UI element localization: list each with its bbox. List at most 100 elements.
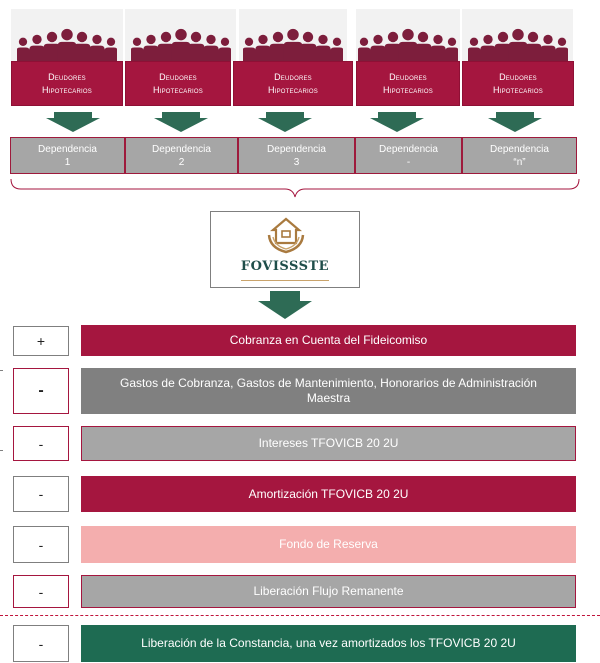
person-body (554, 47, 568, 61)
person-head (511, 28, 524, 41)
people-group-4 (356, 9, 460, 61)
debtor-box-5: Deudores Hipotecarios (462, 61, 574, 106)
operator-box-minus: - (13, 575, 69, 608)
people-group-icon (17, 28, 117, 61)
waterfall-bar-interest: Intereses TFOVICB 20 2U (81, 426, 576, 461)
person-body (358, 47, 371, 61)
operator-box-minus: - (13, 368, 69, 414)
person-body (29, 45, 45, 61)
waterfall-bar-expenses: Gastos de Cobranza, Gastos de Mantenimie… (81, 368, 576, 414)
person-body (539, 45, 556, 61)
person-head (527, 31, 538, 43)
person-body (508, 41, 527, 61)
person-head (145, 34, 156, 45)
person-body (479, 45, 496, 61)
dashed-separator (0, 615, 600, 616)
person-head (18, 37, 28, 46)
person-body (157, 43, 174, 61)
person-head (433, 34, 443, 45)
debtor-label: Hipotecarios (42, 84, 92, 95)
debtor-box-3: Deudores Hipotecarios (233, 61, 353, 106)
dependency-label: Dependencia (152, 143, 211, 155)
person-head (32, 34, 42, 45)
down-arrow-icon (154, 112, 208, 132)
margin-tick (0, 370, 3, 371)
people-group-icon (130, 28, 231, 61)
operator-box-minus: - (13, 625, 69, 662)
person-body (370, 45, 386, 61)
people-group-3 (239, 9, 347, 61)
dependency-box-4: Dependencia - (355, 137, 462, 174)
person-body (104, 47, 117, 61)
person-body (283, 41, 303, 61)
person-body (130, 47, 144, 61)
person-body (430, 45, 446, 61)
debtor-label: Hipotecarios (268, 84, 318, 95)
person-head (402, 28, 414, 41)
person-head (417, 31, 429, 43)
operator-box-plus: + (13, 326, 69, 356)
person-body (89, 45, 105, 61)
person-body (269, 43, 287, 61)
debtor-label: Hipotecarios (383, 84, 433, 95)
waterfall-bar-reserve-fund: Fondo de Reserva (81, 526, 576, 563)
dependency-number: 3 (293, 156, 300, 168)
person-head (160, 31, 171, 43)
person-head (205, 34, 216, 45)
people-group-2 (125, 9, 236, 61)
dependency-number: 1 (64, 156, 71, 168)
debtor-box-4: Deudores Hipotecarios (356, 61, 460, 106)
house-hands-icon (267, 217, 305, 254)
dependency-box-5: Dependencia “n” (462, 137, 577, 174)
logo-underline (241, 280, 329, 281)
person-head (318, 34, 328, 45)
waterfall-bar-constancy-release: Liberación de la Constancia, una vez amo… (81, 625, 576, 662)
debtor-label: Hipotecarios (153, 84, 203, 95)
down-arrow-icon (370, 112, 424, 132)
person-head (482, 34, 493, 45)
fovissste-wordmark: FOVISSSTE (240, 259, 330, 274)
person-body (414, 43, 432, 61)
person-head (106, 37, 116, 46)
debtor-label: Deudores (159, 71, 197, 82)
person-body (243, 47, 256, 61)
debtor-label: Hipotecarios (493, 84, 543, 95)
person-body (187, 43, 204, 61)
person-body (43, 43, 61, 61)
person-head (76, 31, 88, 43)
debtor-label: Deudores (274, 71, 312, 82)
person-body (445, 47, 458, 61)
person-body (524, 43, 541, 61)
person-body (467, 47, 481, 61)
debtor-label: Deudores (48, 71, 86, 82)
person-head (92, 34, 102, 45)
dependency-number: “n” (513, 156, 526, 168)
person-head (359, 37, 369, 46)
person-head (132, 37, 141, 46)
dependency-box-2: Dependencia 2 (125, 137, 238, 174)
person-head (542, 34, 553, 45)
debtor-label: Deudores (499, 71, 537, 82)
down-arrow-icon (46, 112, 100, 132)
person-body (255, 45, 271, 61)
person-head (332, 37, 342, 46)
person-head (469, 37, 478, 46)
dependency-label: Dependencia (267, 143, 326, 155)
debtor-box-2: Deudores Hipotecarios (125, 61, 231, 106)
person-body (17, 47, 30, 61)
people-group-icon (358, 28, 458, 61)
people-group-5 (462, 9, 573, 61)
person-body (330, 47, 343, 61)
waterfall-bar-amortization: Amortización TFOVICB 20 2U (81, 476, 576, 512)
person-body (142, 45, 159, 61)
fovissste-logo-box: FOVISSSTE (210, 211, 360, 288)
dependency-label: Dependencia (379, 143, 438, 155)
debtor-box-1: Deudores Hipotecarios (11, 61, 123, 106)
person-body (57, 41, 77, 61)
people-group-icon (243, 28, 343, 61)
person-body (299, 43, 317, 61)
operator-box-minus: - (13, 526, 69, 563)
person-head (387, 31, 399, 43)
waterfall-bar-collection: Cobranza en Cuenta del Fideicomiso (81, 325, 576, 356)
person-body (494, 43, 511, 61)
